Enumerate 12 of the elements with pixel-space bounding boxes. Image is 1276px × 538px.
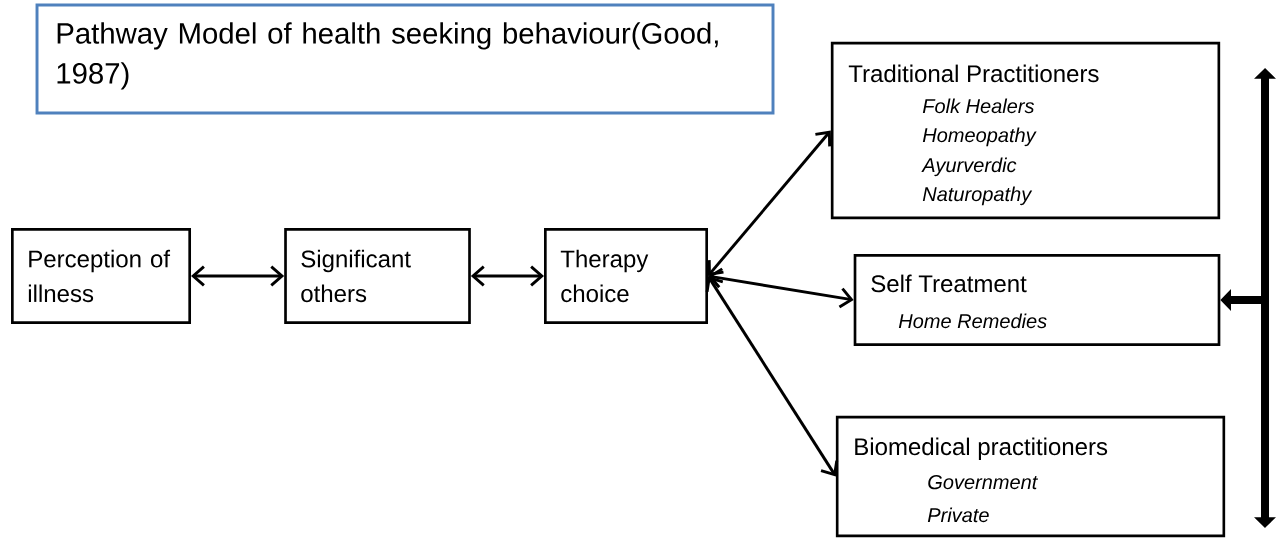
text-box: Perception of illness: [11, 228, 191, 324]
arrow: [707, 130, 832, 276]
arrow: [708, 267, 854, 309]
arrow: [470, 265, 544, 287]
title-box: Pathway Model of health seeking behaviour(Good, 1987): [35, 3, 775, 115]
text-box: Traditional Practitioners Folk Healers Homeopathy Ayurverdic Naturopathy: [830, 41, 1221, 220]
arrow: [705, 276, 839, 477]
text-box: Therapy choice: [544, 228, 708, 324]
text-box: Significant others: [284, 228, 471, 324]
text-box: Self Treatment Home Remedies: [853, 254, 1221, 346]
text-box: Biomedical practitioners Government Private: [835, 415, 1226, 538]
arrow: [191, 265, 285, 287]
